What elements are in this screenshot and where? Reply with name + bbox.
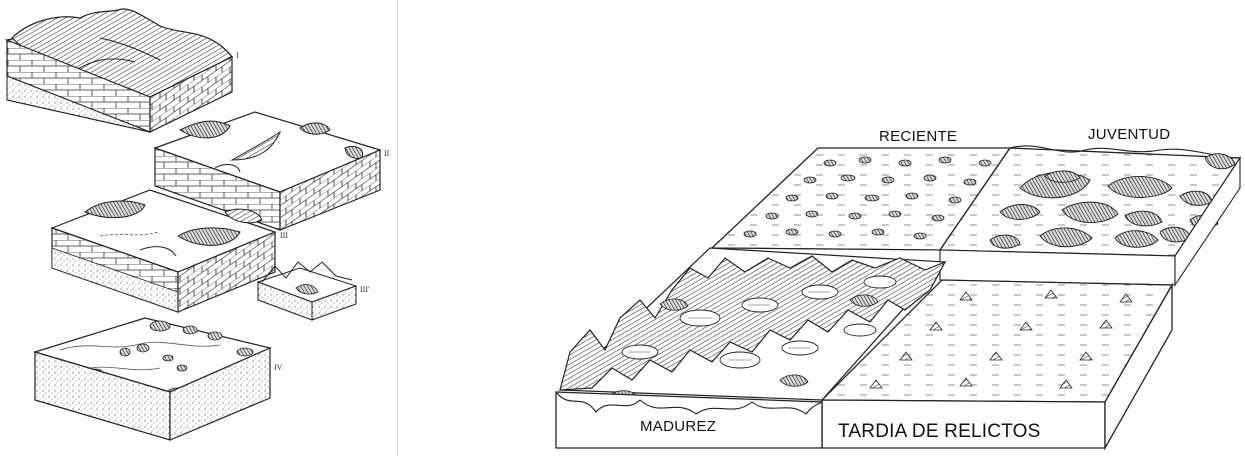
stage-label-2: II	[384, 149, 390, 158]
label-juventud: JUVENTUD	[1088, 126, 1170, 143]
stage-label-3: III	[280, 231, 288, 240]
block-stage-1: I	[7, 9, 239, 132]
stage-label-4: IV	[274, 363, 283, 372]
label-madurez: MADUREZ	[640, 418, 716, 435]
right-figure: RECIENTE	[556, 126, 1240, 448]
stage-label-3-prime: III'	[360, 285, 370, 294]
block-stage-4: IV	[35, 318, 283, 440]
stage-label-1: I	[236, 51, 239, 60]
label-tardia: TARDIA DE RELICTOS	[838, 421, 1040, 442]
left-figure: I II	[7, 9, 390, 440]
label-reciente: RECIENTE	[879, 128, 957, 145]
